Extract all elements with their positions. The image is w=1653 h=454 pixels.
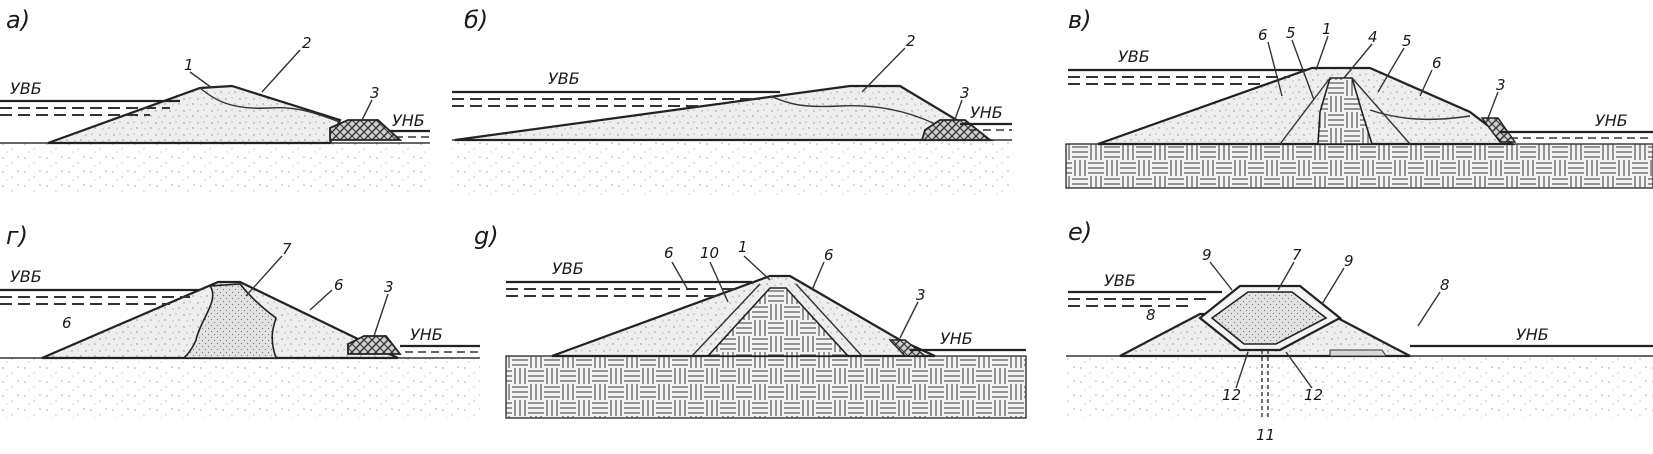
downstream-level-label: УНБ xyxy=(940,329,973,348)
upstream-water xyxy=(1068,68,1306,85)
upstream-level-label: УВБ xyxy=(552,259,584,278)
label-6: 6 xyxy=(62,314,72,332)
downstream-water xyxy=(1500,130,1653,139)
upstream-level-label: УВБ xyxy=(10,79,42,98)
label-10: 10 xyxy=(700,244,719,262)
downstream-level-label: УНБ xyxy=(1516,325,1549,344)
label-12b: 12 xyxy=(1304,386,1323,404)
panel-letter-b: б) xyxy=(464,6,488,34)
label-3: 3 xyxy=(916,286,926,304)
label-3: 3 xyxy=(960,84,970,102)
panel-d: g) 6 10 1 6 3 УВБ УНБ xyxy=(474,222,1027,419)
downstream-level-label: УНБ xyxy=(970,103,1003,122)
seepage-line xyxy=(199,87,341,123)
panel-v: в) 6 5 1 4 5 6 3 УВБ УНБ xyxy=(1065,6,1653,189)
downstream-level-label: УНБ xyxy=(410,325,443,344)
panel-g: г) 7 6 6 3 УВБ УНБ xyxy=(0,222,480,418)
upstream-water xyxy=(0,288,200,305)
label-7: 7 xyxy=(1292,246,1302,264)
label-6b: 6 xyxy=(1432,54,1442,72)
clay-core xyxy=(706,287,850,357)
label-12: 12 xyxy=(1222,386,1241,404)
upstream-level-label: УВБ xyxy=(10,267,42,286)
upstream-water xyxy=(1068,290,1222,307)
loam-core xyxy=(182,283,278,359)
label-9: 9 xyxy=(1202,246,1212,264)
upstream-water xyxy=(0,99,180,116)
downstream-water xyxy=(390,129,430,138)
dam-body xyxy=(1097,66,1516,146)
upstream-level-label: УВБ xyxy=(1104,271,1136,290)
label-6b: 6 xyxy=(334,276,344,294)
label-5: 5 xyxy=(1286,24,1296,42)
label-4: 4 xyxy=(1368,28,1378,46)
toe-drain xyxy=(1480,117,1517,143)
downstream-level-label: УНБ xyxy=(1595,111,1628,130)
dam-body xyxy=(454,84,994,142)
upstream-level-label: УВБ xyxy=(1118,47,1150,66)
toe-drain xyxy=(888,339,927,357)
toe-drain xyxy=(347,335,402,355)
dam-body xyxy=(47,84,342,145)
panel-letter-e: е) xyxy=(1068,218,1092,246)
label-6: 6 xyxy=(664,244,674,262)
upstream-level-label: УВБ xyxy=(548,69,580,88)
label-3: 3 xyxy=(384,278,394,296)
label-3: 3 xyxy=(1496,76,1506,94)
panel-e: е) 9 7 9 8 8 12 12 11 УВБ УНБ xyxy=(1066,218,1653,444)
label-9b: 9 xyxy=(1344,252,1354,270)
label-1: 1 xyxy=(184,56,194,74)
label-2: 2 xyxy=(906,32,916,50)
toe-drain xyxy=(329,119,403,141)
label-2: 2 xyxy=(302,34,312,52)
label-1: 1 xyxy=(1322,20,1332,38)
label-8b: 8 xyxy=(1440,276,1450,294)
label-6: 6 xyxy=(1258,26,1268,44)
downstream-level-label: УНБ xyxy=(392,111,425,130)
label-3: 3 xyxy=(370,84,380,102)
label-11: 11 xyxy=(1256,426,1275,444)
panel-b: б) 2 3 УВБ УНБ xyxy=(452,6,1012,195)
downstream-water xyxy=(400,344,480,353)
downstream-water xyxy=(960,122,1012,131)
panel-letter-g: г) xyxy=(6,222,28,250)
label-5b: 5 xyxy=(1402,32,1412,50)
label-1: 1 xyxy=(738,238,748,256)
label-8: 8 xyxy=(1146,306,1156,324)
panel-letter-d: g) xyxy=(474,222,499,250)
foundation-layer xyxy=(1065,143,1653,189)
panel-a: а) 1 2 3 УВБ УНБ xyxy=(0,6,430,193)
panel-letter-v: в) xyxy=(1068,6,1092,34)
seepage-line xyxy=(769,95,936,125)
foundation-layer xyxy=(505,355,1027,419)
upstream-water xyxy=(506,280,752,297)
inner-core xyxy=(1210,291,1328,345)
panel-letter-a: а) xyxy=(6,6,30,34)
upstream-water xyxy=(452,90,780,107)
label-7: 7 xyxy=(282,240,292,258)
label-6b: 6 xyxy=(824,246,834,264)
